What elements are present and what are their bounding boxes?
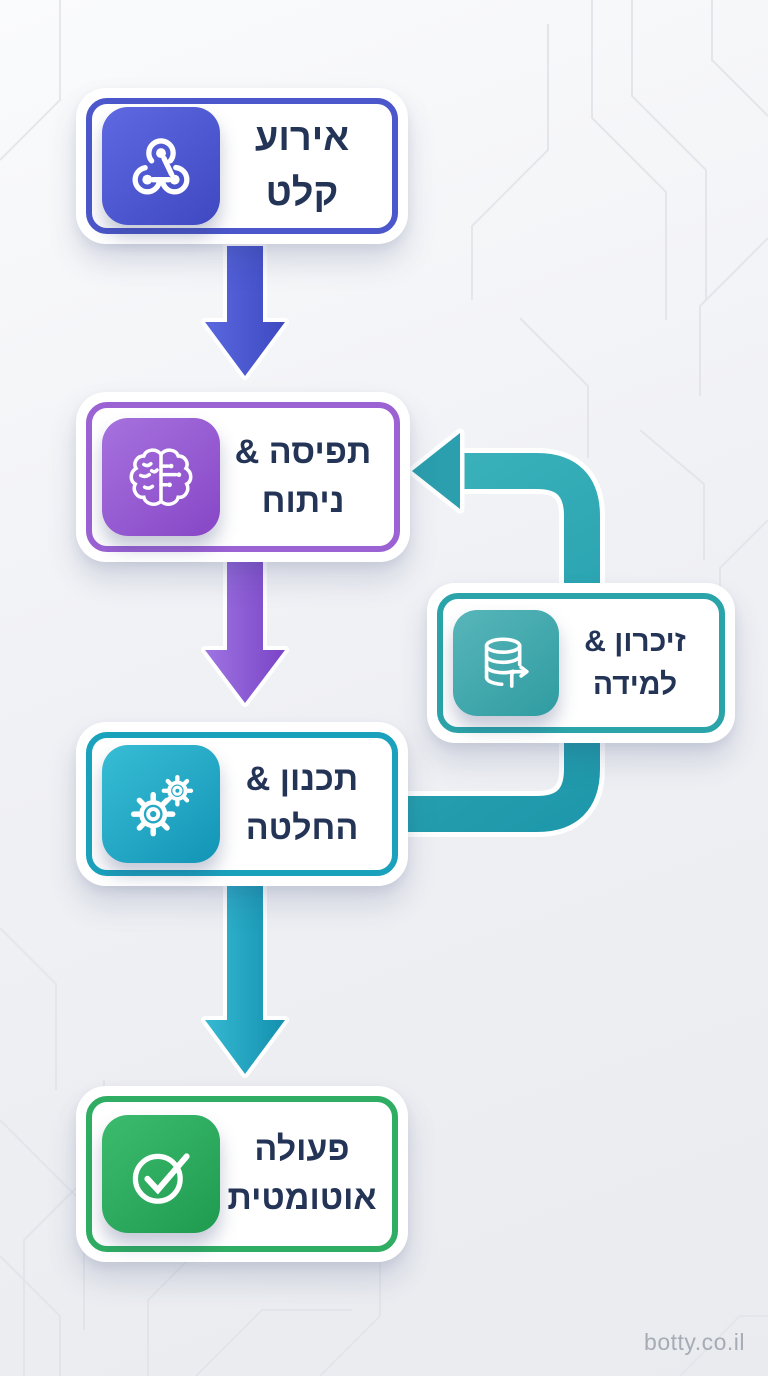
label-line: ניתוח (261, 482, 345, 520)
node-action: פעולה אוטומטית (76, 1086, 408, 1262)
icon-tile (453, 610, 559, 716)
watermark: botty.co.il (644, 1329, 745, 1355)
gears-icon (130, 774, 194, 837)
label-line: החלטה (245, 809, 359, 847)
node-label: אירוע קלט (220, 111, 384, 221)
node-label: תכנון & החלטה (220, 755, 384, 854)
label-line: זיכרון & (584, 624, 686, 658)
label-line: למידה (592, 668, 678, 701)
node-memory: זיכרון & למידה (427, 583, 735, 743)
node-perception: תפיסה & ניתוח (76, 392, 410, 562)
label-line: פעולה (254, 1129, 350, 1168)
node-label: זיכרון & למידה (559, 620, 711, 707)
database-icon (484, 637, 529, 688)
node-input-event: אירוע קלט (76, 88, 408, 244)
webhook-icon (132, 138, 190, 195)
icon-tile (102, 418, 220, 536)
label-line: תפיסה & (234, 432, 372, 471)
check-icon (132, 1153, 190, 1204)
loop-arrowhead (407, 428, 465, 514)
node-label: פעולה אוטומטית (220, 1125, 384, 1224)
icon-tile (102, 745, 220, 863)
label-line: אירוע קלט (254, 116, 350, 214)
label-line: תכנון & (245, 759, 359, 798)
node-planning: תכנון & החלטה (76, 722, 408, 886)
down-arrow-2 (201, 554, 289, 707)
down-arrow-3 (201, 882, 289, 1078)
brain-icon (129, 448, 193, 506)
label-line: אוטומטית (227, 1179, 377, 1217)
icon-tile (102, 107, 220, 225)
node-label: תפיסה & ניתוח (220, 428, 386, 527)
down-arrow-1 (201, 242, 289, 380)
icon-tile (102, 1115, 220, 1233)
